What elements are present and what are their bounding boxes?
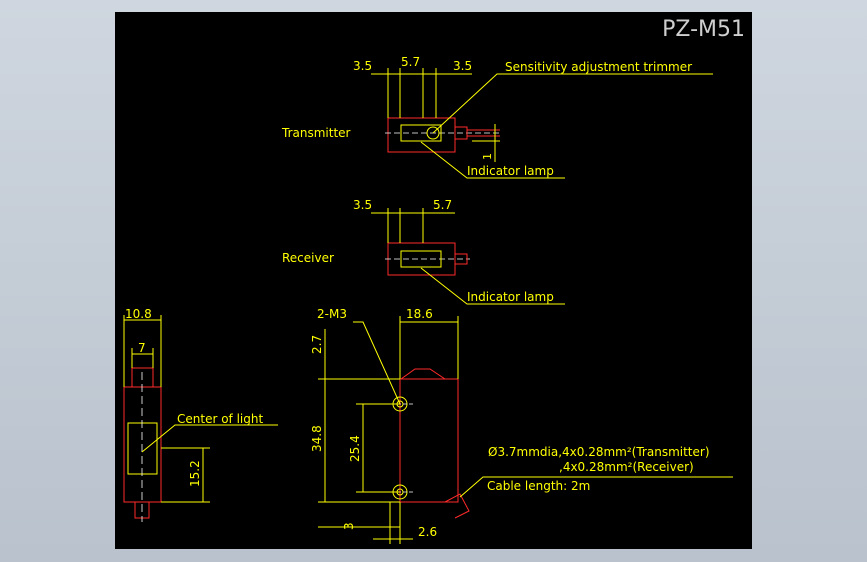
tx-dim-left: 3.5 [353,59,372,73]
drawing-canvas: PZ-M51 3.5 5.7 3.5 1 Sensitivity adjustm… [115,12,752,549]
tx-lamp-note: Indicator lamp [467,164,554,178]
transmitter-cable-gland [454,126,468,140]
cable-length: Cable length: 2m [487,479,590,493]
front-body [325,368,459,503]
cable-spec-line1: Ø3.7mmdia,4x0.28mm²(Transmitter) [488,445,710,459]
transmitter-view [371,68,713,179]
rx-dim-left: 3.5 [353,198,372,212]
tx-dim-right: 3.5 [453,59,472,73]
screw-note: 2-M3 [317,307,347,321]
front-width: 18.6 [406,307,433,321]
technical-drawing: PZ-M51 3.5 5.7 3.5 1 Sensitivity adjustm… [123,17,745,544]
receiver-label: Receiver [282,251,334,265]
tx-dim-middle: 5.7 [401,55,420,69]
receiver-lens [400,250,442,268]
transmitter-lens [400,124,442,142]
side-width-inner: 7 [138,341,146,355]
front-bottom-offset: 3 [342,522,356,530]
tx-dim-vertical: 1 [481,153,494,160]
front-view [318,316,733,544]
side-lens [127,422,158,475]
center-of-light-note: Center of light [177,412,263,426]
front-edge-offset: 2.6 [418,525,437,539]
cable-spec-line2: ,4x0.28mm²(Receiver) [559,460,694,474]
cable-outlet [444,493,470,519]
trimmer-circle [426,126,440,140]
trimmer-note: Sensitivity adjustment trimmer [505,60,692,74]
receiver-view [371,208,565,305]
front-top-offset: 2.7 [310,335,324,354]
side-width-total: 10.8 [125,307,152,321]
receiver-cable-gland [454,253,468,265]
front-height-total: 34.8 [310,425,324,452]
front-hole-pitch: 25.4 [348,435,362,462]
side-view [123,315,278,522]
rx-lamp-note: Indicator lamp [467,290,554,304]
rx-dim-right: 5.7 [433,198,452,212]
transmitter-body [387,117,456,153]
drawing-title: PZ-M51 [662,17,745,42]
side-height-light: 15.2 [188,460,202,487]
side-body [123,386,162,503]
transmitter-label: Transmitter [281,126,351,140]
